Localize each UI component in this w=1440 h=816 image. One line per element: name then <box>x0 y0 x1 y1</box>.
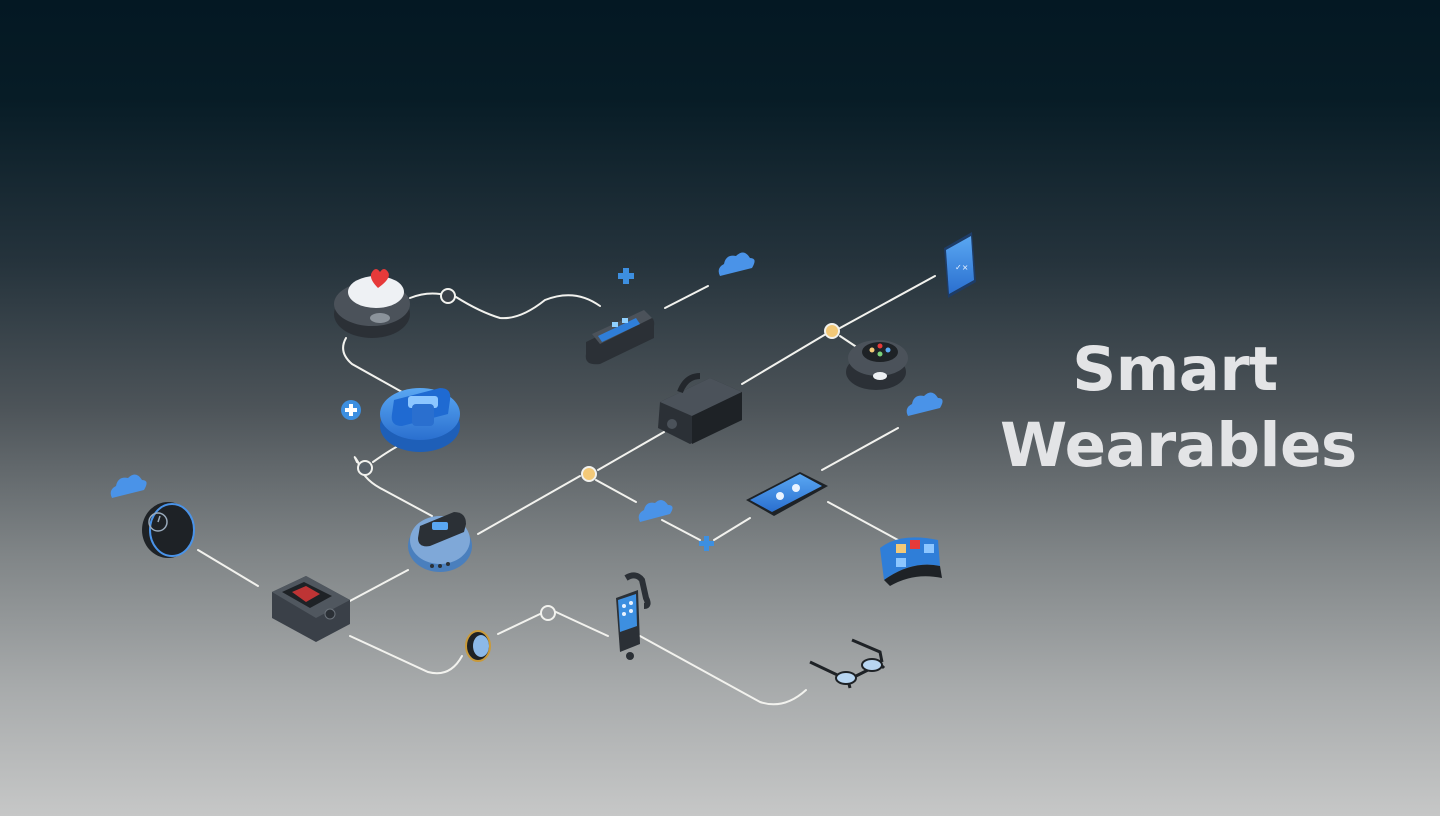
tablet-icon: ✓× <box>944 232 976 298</box>
smartphone-icon <box>616 572 651 660</box>
tablet-icon <box>746 472 828 516</box>
connector-lines <box>197 275 936 706</box>
svg-text:✓×: ✓× <box>955 263 968 272</box>
smartwatch-icon <box>142 502 195 558</box>
junction-node <box>440 288 456 304</box>
junction-node <box>540 605 556 621</box>
headline-line-1: Smart <box>1072 334 1278 405</box>
junction-node <box>824 323 840 339</box>
cloud-icon <box>906 392 943 416</box>
fitness-band-icon <box>380 388 460 452</box>
headline-line-2: Wearables <box>1000 410 1357 481</box>
pulse-oximeter-icon <box>272 576 350 642</box>
cloud-icon <box>718 252 755 276</box>
flexible-display-icon <box>880 537 942 586</box>
junction-node <box>581 466 597 482</box>
smartwatch-icon <box>846 340 908 390</box>
medical-cross-icon <box>341 400 361 420</box>
junction-node <box>357 460 373 476</box>
heart-rate-watch-icon <box>334 269 410 338</box>
medical-cross-icon <box>618 268 634 284</box>
fitness-band-icon <box>408 512 472 572</box>
heart-location-icon <box>370 269 389 288</box>
vr-headset-icon <box>658 373 742 444</box>
fitness-band-icon <box>585 310 655 365</box>
cloud-icon <box>638 499 673 522</box>
smart-glasses-icon <box>809 638 886 689</box>
junction-nodes <box>357 288 840 621</box>
headline: Smart Wearables <box>1000 332 1357 484</box>
cloud-icon <box>110 474 147 498</box>
smart-ring-icon <box>465 630 491 662</box>
medical-cross-icon <box>699 536 714 551</box>
